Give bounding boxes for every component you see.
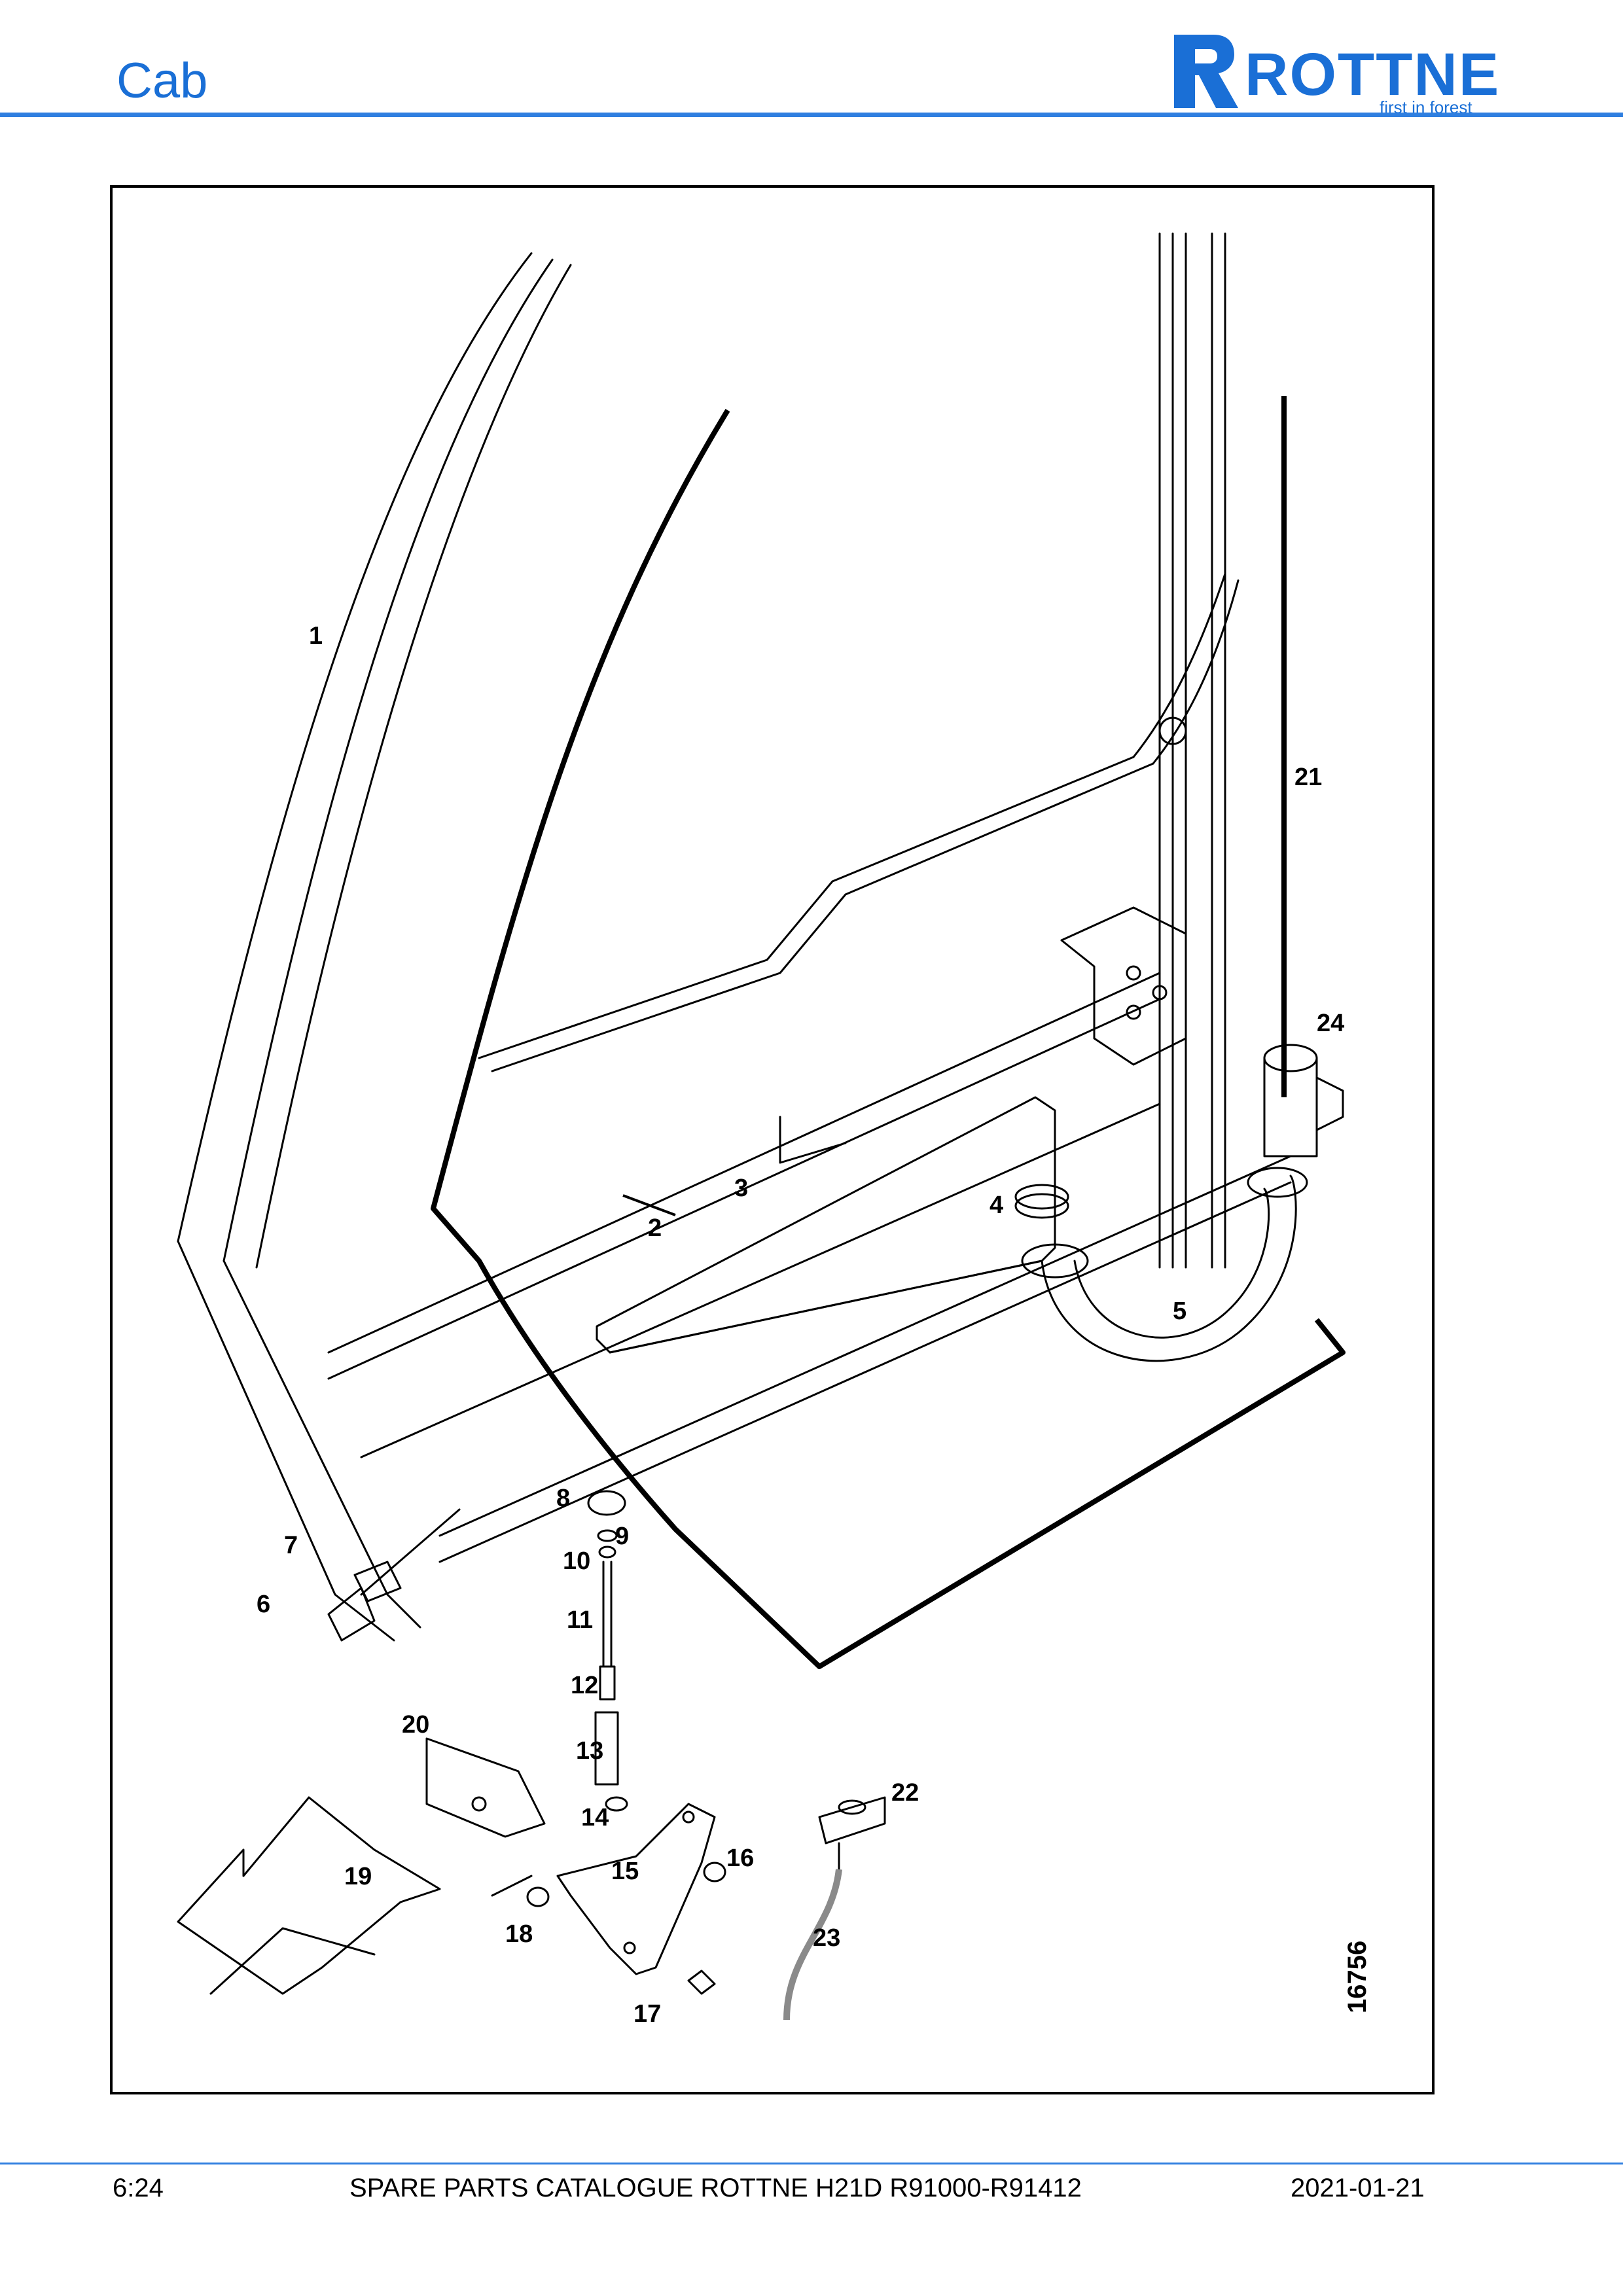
callout-15: 15 [611,1858,639,1885]
callout-24: 24 [1317,1010,1345,1037]
callout-2: 2 [648,1214,662,1242]
callout-21: 21 [1294,764,1323,791]
callout-22: 22 [891,1779,919,1807]
callout-13: 13 [576,1737,604,1765]
callout-6: 6 [257,1591,271,1618]
footer-catalogue-title: SPARE PARTS CATALOGUE ROTTNE H21D R91000… [349,2174,1082,2202]
cab-door-exploded-drawing [177,232,1346,2021]
callout-4: 4 [990,1192,1004,1219]
section-title: Cab [116,53,208,109]
footer-rule [0,2163,1623,2164]
callout-11: 11 [567,1606,594,1634]
callout-23: 23 [813,1924,841,1952]
callout-19: 19 [344,1863,372,1890]
rottne-logo: ROTTNE first in forest [1171,29,1512,117]
callout-9: 9 [615,1523,630,1550]
callout-8: 8 [556,1485,571,1512]
callout-20: 20 [402,1711,430,1739]
callout-14: 14 [581,1804,609,1831]
svg-text:ROTTNE: ROTTNE [1245,41,1500,108]
drawing-number: 16756 [1343,1940,1372,2013]
callout-5: 5 [1173,1298,1187,1325]
callout-10: 10 [563,1547,591,1575]
callout-16: 16 [726,1845,755,1872]
callout-1: 1 [309,622,323,650]
footer-page-number: 6:24 [113,2174,164,2202]
callout-12: 12 [571,1672,599,1699]
header-rule [0,113,1623,117]
footer-date: 2021-01-21 [1291,2174,1425,2202]
exploded-view-frame: 1 2 3 4 5 6 7 8 9 10 11 12 13 14 15 16 1… [110,185,1435,2094]
callout-7: 7 [284,1532,298,1559]
callout-17: 17 [633,2000,662,2028]
callout-3: 3 [734,1174,749,1202]
callout-18: 18 [505,1920,533,1948]
